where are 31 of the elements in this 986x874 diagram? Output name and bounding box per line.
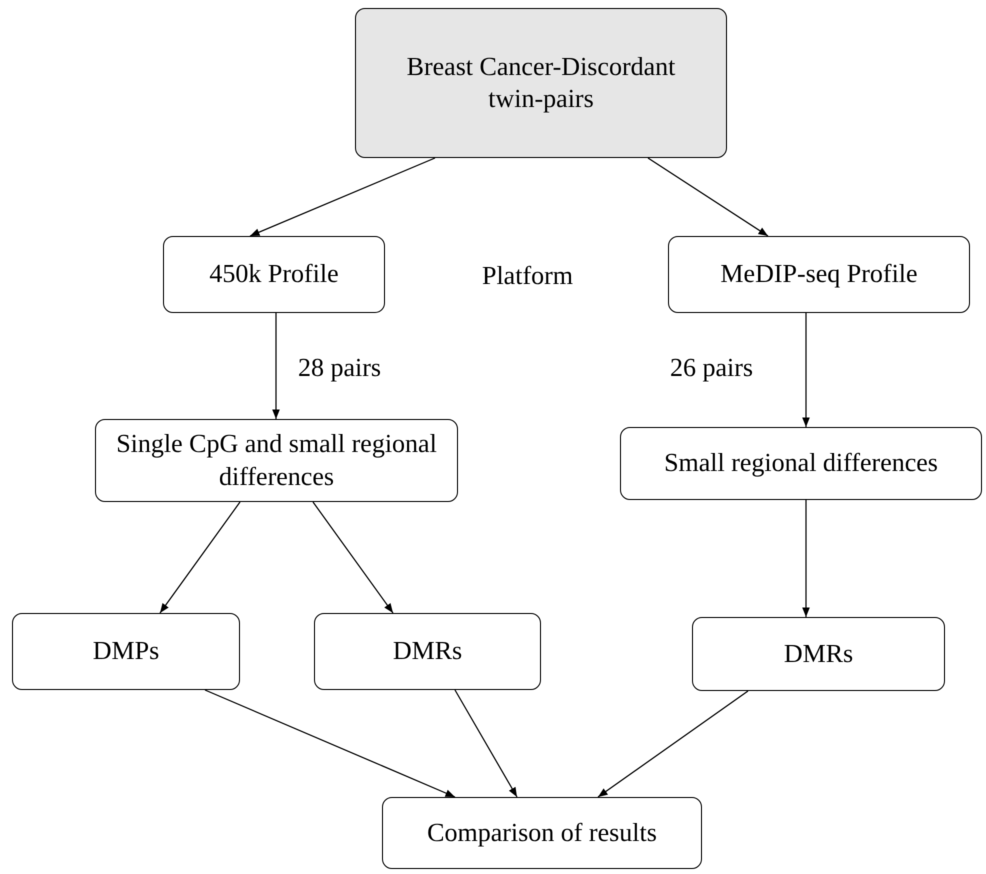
box-text: MeDIP-seq Profile xyxy=(720,258,918,290)
process-box xyxy=(163,236,385,313)
box-text: DMRs xyxy=(784,638,854,670)
box-text: DMPs xyxy=(92,635,160,668)
arrow xyxy=(272,313,280,419)
process-box xyxy=(355,8,727,158)
process-box xyxy=(95,419,458,502)
process-box xyxy=(314,613,541,690)
arrow xyxy=(802,313,810,427)
edge-label: 26 pairs xyxy=(670,352,754,384)
process-box xyxy=(382,797,702,869)
arrow xyxy=(204,689,456,798)
box-text: 450k Profile xyxy=(209,258,339,290)
process-box xyxy=(668,236,970,313)
process-box xyxy=(692,617,945,691)
box-text: DMRs xyxy=(392,635,462,668)
arrow xyxy=(312,502,394,614)
box-text: Single CpG and small regional differences xyxy=(115,428,438,492)
arrow xyxy=(598,690,748,798)
arrow xyxy=(454,690,518,798)
arrow xyxy=(160,502,240,614)
process-box xyxy=(12,613,240,690)
arrow xyxy=(250,157,436,237)
box-text: Breast Cancer-Discordant twin-pairs xyxy=(406,50,676,115)
arrow xyxy=(648,158,768,236)
edge-label: 28 pairs xyxy=(298,352,382,384)
box-text: Comparison of results xyxy=(427,816,657,849)
box-text: Small regional differences xyxy=(664,447,938,480)
arrow xyxy=(802,500,810,617)
platform-label: Platform xyxy=(482,260,573,292)
process-box xyxy=(620,427,982,500)
